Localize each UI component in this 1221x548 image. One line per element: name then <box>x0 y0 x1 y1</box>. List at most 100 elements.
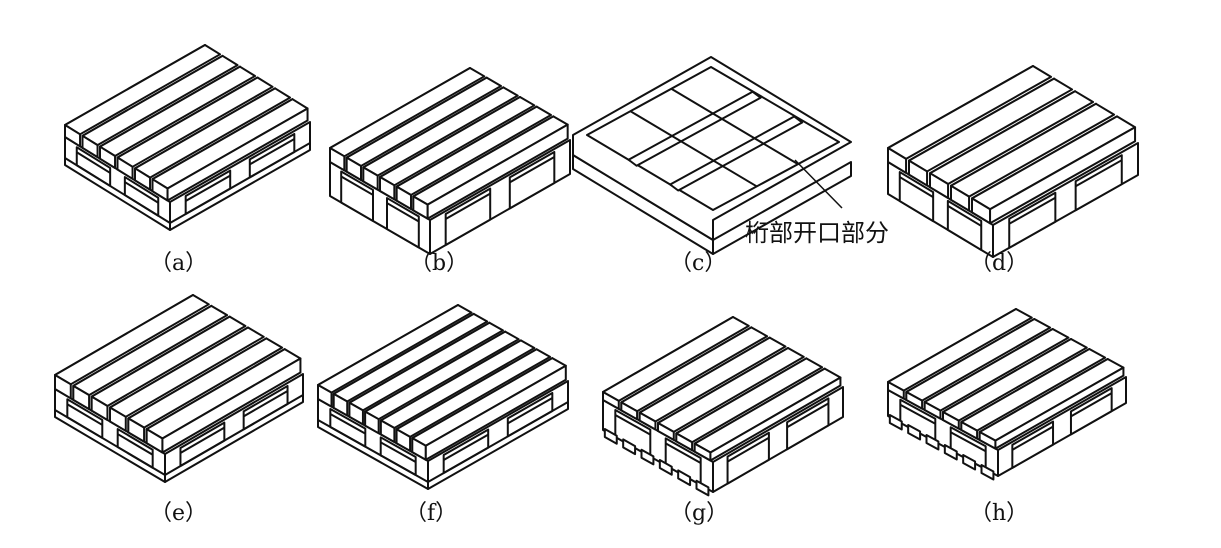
slat-end <box>64 124 82 148</box>
bottom-slat-end <box>603 428 618 445</box>
bottom-slat-end <box>677 469 692 487</box>
slat-end <box>657 422 675 441</box>
pallet-h-drawing <box>887 308 1127 481</box>
opening-shadow-line <box>380 441 417 463</box>
opening-shadow-line <box>899 176 934 198</box>
slat-end <box>887 381 905 400</box>
pallet-opening <box>786 397 830 451</box>
opening-shadow-line <box>443 433 489 461</box>
slat-end <box>127 417 146 443</box>
opening-shadow-line <box>665 442 702 464</box>
pallet-opening <box>898 171 935 223</box>
opening-shadow-line <box>66 403 103 426</box>
slat-end <box>345 156 362 181</box>
slat-end <box>81 134 99 159</box>
annotation-leader-line <box>794 159 843 209</box>
opening-shadow-line <box>1075 159 1123 188</box>
opening-shadow-line <box>340 175 374 196</box>
slat-end <box>329 147 346 172</box>
opening-shadow-line <box>329 413 366 435</box>
slat-end <box>90 395 109 421</box>
slat-end <box>109 406 127 432</box>
pallet-opening <box>340 170 374 222</box>
slat-end <box>379 176 396 201</box>
slat-end <box>362 166 379 191</box>
slat-end <box>675 432 694 452</box>
bottom-slat-end <box>888 414 903 431</box>
tray-right-face <box>712 161 852 255</box>
bottom-board-line <box>427 401 569 483</box>
opening-shadow-line <box>1070 392 1113 418</box>
opening-shadow-line <box>124 181 159 204</box>
deck-side-edge <box>424 364 567 461</box>
slat-end <box>395 185 412 210</box>
opening-shadow-line <box>179 426 225 454</box>
slat-end <box>905 391 924 410</box>
label-a: （a） <box>150 251 207 276</box>
label-c: （c） <box>670 251 726 276</box>
pallet-f-drawing <box>317 304 569 490</box>
bottom-slat-end <box>943 444 958 461</box>
slat-end <box>950 184 971 212</box>
pallet-e-drawing <box>54 294 304 483</box>
pallet-opening <box>444 187 492 247</box>
opening-shadow-line <box>950 431 987 453</box>
pallet-opening <box>946 199 983 251</box>
opening-shadow-line <box>117 433 154 456</box>
bottom-board-line <box>317 419 429 483</box>
pallet-opening <box>1074 154 1123 212</box>
bottom-slat-end <box>695 479 710 497</box>
slat-end <box>332 392 349 417</box>
opening-shadow-line <box>727 436 770 463</box>
bottom-slat-end <box>980 464 995 481</box>
bottom-slat-end <box>962 454 977 471</box>
pallet-opening <box>1008 191 1057 249</box>
deck-side-edge <box>709 376 842 462</box>
opening-shadow-line <box>243 390 289 418</box>
deck-side-edge <box>426 123 569 220</box>
pallet-g-drawing <box>602 316 844 497</box>
pallet-a-drawing <box>64 44 311 231</box>
label-f: （f） <box>405 501 457 526</box>
opening-shadow-line <box>507 397 553 425</box>
opening-shadow-line <box>947 205 982 227</box>
opening-shadow-line <box>386 202 420 223</box>
opening-shadow-line <box>786 402 829 429</box>
slat-end <box>942 411 960 430</box>
bottom-slat-end <box>925 434 940 451</box>
opening-shadow-line <box>899 403 936 425</box>
bottom-slat-end <box>640 448 655 466</box>
slat-end <box>620 401 639 421</box>
label-d: （d） <box>970 251 1028 276</box>
opening-shadow-line <box>509 156 555 184</box>
slat-end <box>887 147 908 174</box>
slat-end <box>923 401 942 420</box>
slat-end <box>395 428 412 452</box>
slat-end <box>602 391 620 410</box>
slat-end <box>908 159 929 187</box>
slat-end <box>638 411 657 431</box>
label-e: （e） <box>150 501 207 526</box>
opening-shadow-line <box>185 174 231 202</box>
bottom-slat-end <box>622 438 637 456</box>
slat-end <box>317 384 333 408</box>
slat-end <box>379 419 396 444</box>
label-b: （b） <box>410 251 468 276</box>
pallet-opening <box>726 431 770 485</box>
label-g: （g） <box>670 501 728 526</box>
opening-shadow-line <box>1008 196 1056 225</box>
tray-stringer <box>627 90 762 167</box>
opening-shadow-line <box>614 414 651 436</box>
tray-cross-member <box>670 87 798 165</box>
slat-end <box>364 410 380 435</box>
slat-end <box>929 172 950 200</box>
tray-cross-member <box>629 110 757 188</box>
slat-end <box>72 384 91 411</box>
opening-shadow-line <box>76 151 111 174</box>
pallet-d-drawing <box>887 65 1139 258</box>
deck-side-edge <box>989 126 1137 225</box>
pallet-opening <box>508 150 556 210</box>
bottom-slat-end <box>907 424 922 441</box>
pallet-c-drawing <box>572 56 852 255</box>
